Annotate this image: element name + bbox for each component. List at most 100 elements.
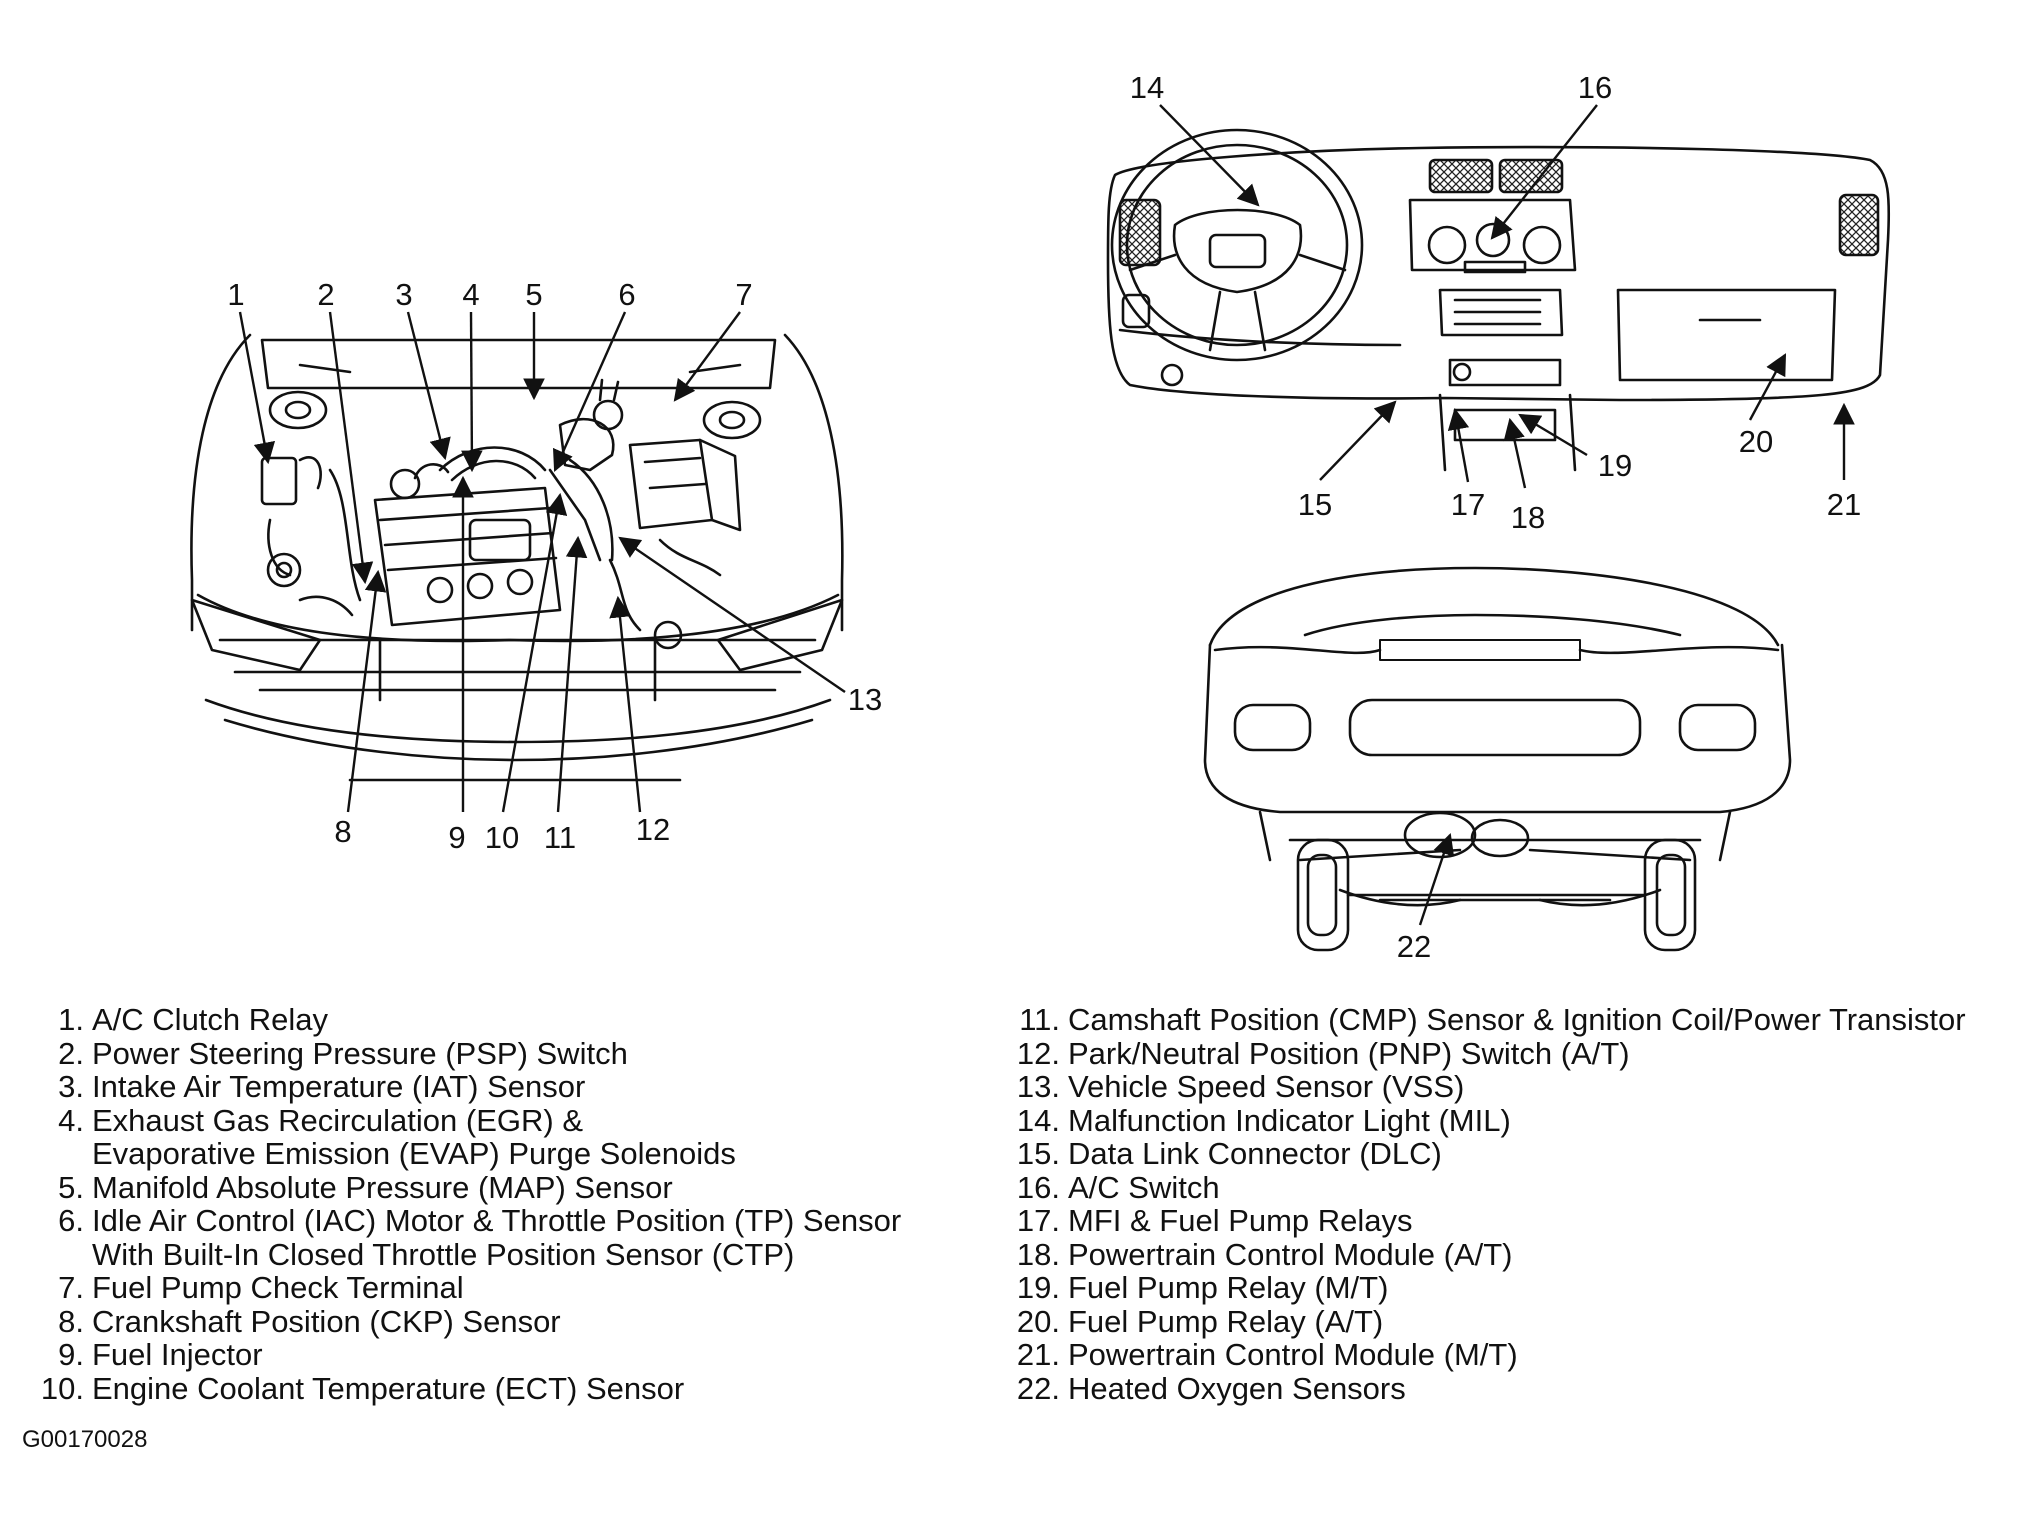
legend-item-7: 7. Fuel Pump Check Terminal <box>28 1271 901 1305</box>
legend-item-19: 19. Fuel Pump Relay (M/T) <box>1004 1271 1966 1305</box>
legend-number: 22. <box>1016 1370 1060 1406</box>
legend-number <box>28 1238 92 1272</box>
legend-label: Evaporative Emission (EVAP) Purge Soleno… <box>92 1136 736 1171</box>
callout-16: 16 <box>1578 70 1612 105</box>
legend-label: Intake Air Temperature (IAT) Sensor <box>92 1069 586 1104</box>
legend-number: 9. <box>58 1337 84 1372</box>
underbody-leader-lines <box>1418 832 1455 926</box>
legend-item-21: 21. Powertrain Control Module (M/T) <box>1004 1338 1966 1372</box>
callout-17: 17 <box>1451 487 1485 522</box>
legend-number: 13. <box>1016 1069 1060 1104</box>
legend-label: Park/Neutral Position (PNP) Switch (A/T) <box>1068 1035 1630 1071</box>
legend-item-4: 4. Exhaust Gas Recirculation (EGR) & <box>28 1102 901 1138</box>
underbody-callouts: 22 <box>1397 929 1431 964</box>
callout-3: 3 <box>395 277 412 312</box>
legend-item-10: 10. Engine Coolant Temperature (ECT) Sen… <box>28 1370 901 1406</box>
legend-item-16: 16. A/C Switch <box>1004 1169 1966 1205</box>
legend-label: Powertrain Control Module (A/T) <box>1068 1236 1513 1272</box>
callout-12: 12 <box>636 812 670 847</box>
legend-label: Camshaft Position (CMP) Sensor & Ignitio… <box>1068 1002 1966 1037</box>
legend-item-14: 14. Malfunction Indicator Light (MIL) <box>1004 1102 1966 1138</box>
callout-1: 1 <box>227 277 244 312</box>
legend-right-column: 11. Camshaft Position (CMP) Sensor & Ign… <box>1004 1003 1966 1405</box>
legend-number: 14. <box>1016 1102 1060 1138</box>
legend-label: A/C Clutch Relay <box>92 1002 329 1037</box>
callout-18: 18 <box>1511 500 1545 535</box>
legend-label: Powertrain Control Module (M/T) <box>1068 1337 1518 1372</box>
callout-21: 21 <box>1827 487 1861 522</box>
legend-number: 19. <box>1016 1270 1060 1305</box>
legend-left-column: 1. A/C Clutch Relay 2. Power Steering Pr… <box>28 1003 901 1405</box>
legend-item-22: 22. Heated Oxygen Sensors <box>1004 1370 1966 1406</box>
dashboard-callouts: 14 15 16 17 18 19 20 21 <box>1130 70 1861 535</box>
callout-6: 6 <box>618 277 635 312</box>
legend-number: 17. <box>1016 1203 1060 1238</box>
legend-number: 3. <box>58 1069 84 1104</box>
legend-item-2: 2. Power Steering Pressure (PSP) Switch <box>28 1035 901 1071</box>
callout-10: 10 <box>485 820 519 855</box>
legend-item-18: 18. Powertrain Control Module (A/T) <box>1004 1236 1966 1272</box>
callout-15: 15 <box>1298 487 1332 522</box>
legend-item-5: 5. Manifold Absolute Pressure (MAP) Sens… <box>28 1169 901 1205</box>
legend-number: 21. <box>1016 1337 1060 1372</box>
callout-2: 2 <box>317 277 334 312</box>
callout-7: 7 <box>735 277 752 312</box>
legend-item-1: 1. A/C Clutch Relay <box>28 1003 901 1037</box>
legend-item-20: 20. Fuel Pump Relay (A/T) <box>1004 1303 1966 1339</box>
legend-label: Data Link Connector (DLC) <box>1068 1136 1442 1171</box>
legend-label: Manifold Absolute Pressure (MAP) Sensor <box>92 1169 673 1205</box>
legend-label: Vehicle Speed Sensor (VSS) <box>1068 1069 1465 1104</box>
callout-4: 4 <box>462 277 479 312</box>
legend-label: Fuel Pump Check Terminal <box>92 1270 464 1305</box>
legend-label: Crankshaft Position (CKP) Sensor <box>92 1303 561 1339</box>
legend-number: 6. <box>58 1203 84 1238</box>
engine-callouts: 1 2 3 4 5 6 7 8 9 10 11 12 13 <box>227 277 882 855</box>
legend-item-9: 9. Fuel Injector <box>28 1338 901 1372</box>
legend-label: Fuel Pump Relay (M/T) <box>1068 1270 1389 1305</box>
legend-number: 7. <box>58 1270 84 1305</box>
legend-number: 8. <box>58 1303 84 1339</box>
legend-number: 16. <box>1016 1169 1060 1205</box>
legend-number <box>28 1137 92 1171</box>
rear-underbody-illustration <box>1203 566 1792 952</box>
legend-label: Exhaust Gas Recirculation (EGR) & <box>92 1102 584 1138</box>
legend-label: Power Steering Pressure (PSP) Switch <box>92 1035 628 1071</box>
legend-item-4-continued: Evaporative Emission (EVAP) Purge Soleno… <box>28 1137 901 1171</box>
legend-item-15: 15. Data Link Connector (DLC) <box>1004 1137 1966 1171</box>
legend-item-12: 12. Park/Neutral Position (PNP) Switch (… <box>1004 1035 1966 1071</box>
dashboard-leader-lines <box>1159 104 1855 489</box>
engine-compartment-illustration <box>190 333 844 782</box>
legend-number: 1. <box>58 1002 84 1037</box>
legend-label: MFI & Fuel Pump Relays <box>1068 1203 1413 1238</box>
callout-20: 20 <box>1739 424 1773 459</box>
legend-label: Fuel Injector <box>92 1337 263 1372</box>
legend-item-11: 11. Camshaft Position (CMP) Sensor & Ign… <box>1004 1002 1966 1037</box>
dashboard-illustration <box>1106 128 1891 472</box>
callout-19: 19 <box>1598 448 1632 483</box>
legend-number: 15. <box>1016 1136 1060 1171</box>
legend-number: 11. <box>1019 1002 1060 1037</box>
legend-number: 20. <box>1016 1303 1060 1339</box>
legend-label: Malfunction Indicator Light (MIL) <box>1068 1102 1511 1138</box>
callout-14: 14 <box>1130 70 1164 105</box>
legend-label: A/C Switch <box>1068 1169 1220 1205</box>
legend-item-17: 17. MFI & Fuel Pump Relays <box>1004 1204 1966 1238</box>
legend-item-6-continued: With Built-In Closed Throttle Position S… <box>28 1236 901 1272</box>
callout-13: 13 <box>848 682 882 717</box>
callout-22: 22 <box>1397 929 1431 964</box>
legend-number: 2. <box>58 1035 84 1071</box>
legend-label: Heated Oxygen Sensors <box>1068 1370 1406 1406</box>
legend-label: Idle Air Control (IAC) Motor & Throttle … <box>92 1203 902 1238</box>
legend-number: 4. <box>58 1102 84 1138</box>
engine-leader-lines <box>238 311 846 813</box>
legend-item-13: 13. Vehicle Speed Sensor (VSS) <box>1004 1070 1966 1104</box>
legend-label: Fuel Pump Relay (A/T) <box>1068 1303 1384 1339</box>
legend-label: With Built-In Closed Throttle Position S… <box>92 1236 795 1272</box>
legend-number: 10. <box>40 1370 84 1406</box>
callout-8: 8 <box>334 814 351 849</box>
callout-9: 9 <box>448 820 465 855</box>
legend-number: 12. <box>1016 1035 1060 1071</box>
legend-item-6: 6. Idle Air Control (IAC) Motor & Thrott… <box>28 1204 901 1238</box>
legend-number: 5. <box>58 1169 84 1205</box>
